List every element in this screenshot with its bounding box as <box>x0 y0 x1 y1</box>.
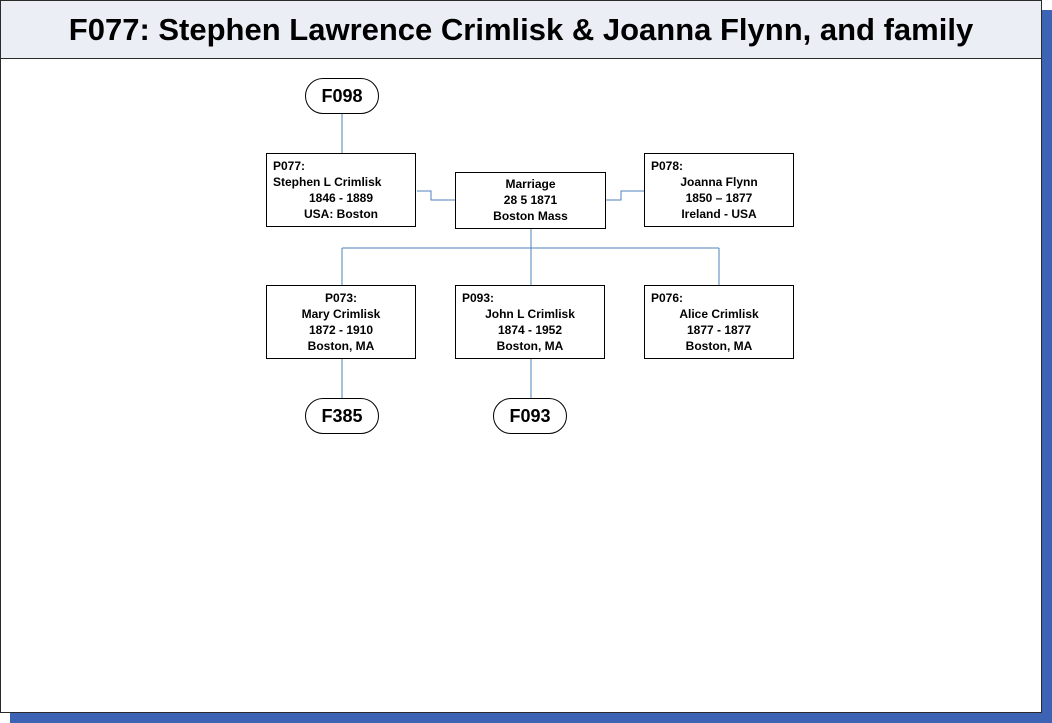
child-box-3[interactable]: P076: Alice Crimlisk 1877 - 1877 Boston,… <box>644 285 794 359</box>
person-id: P073: <box>324 291 358 305</box>
person-id: P077: <box>273 159 306 173</box>
person-dates: 1850 – 1877 <box>685 191 753 205</box>
family-ref-child-1[interactable]: F385 <box>305 398 379 434</box>
person-id: P076: <box>651 291 684 305</box>
person-dates: 1846 - 1889 <box>308 191 374 205</box>
connector-husband-to-marriage <box>417 190 455 201</box>
wife-box[interactable]: P078: Joanna Flynn 1850 – 1877 Ireland -… <box>644 153 794 227</box>
diagram-page: F077: Stephen Lawrence Crimlisk & Joanna… <box>0 0 1042 713</box>
marriage-label: Marriage <box>505 177 556 191</box>
person-name: Alice Crimlisk <box>679 307 759 321</box>
person-place: Boston, MA <box>307 339 375 353</box>
person-place: USA: Boston <box>304 207 378 221</box>
child-box-2[interactable]: P093: John L Crimlisk 1874 - 1952 Boston… <box>455 285 605 359</box>
person-id: P078: <box>651 159 684 173</box>
family-ref-parent[interactable]: F098 <box>305 78 379 114</box>
connector-wife-to-marriage <box>606 190 644 201</box>
person-dates: 1874 - 1952 <box>497 323 563 337</box>
connector-lines <box>341 114 720 398</box>
person-id: P093: <box>462 291 495 305</box>
person-name: Mary Crimlisk <box>301 307 381 321</box>
person-name: Joanna Flynn <box>680 175 758 189</box>
person-dates: 1877 - 1877 <box>686 323 752 337</box>
person-dates: 1872 - 1910 <box>308 323 374 337</box>
page-title: F077: Stephen Lawrence Crimlisk & Joanna… <box>68 11 974 47</box>
marriage-place: Boston Mass <box>493 209 568 223</box>
person-name: Stephen L Crimlisk <box>273 175 382 189</box>
title-bar: F077: Stephen Lawrence Crimlisk & Joanna… <box>1 1 1041 59</box>
child-box-1[interactable]: P073: Mary Crimlisk 1872 - 1910 Boston, … <box>266 285 416 359</box>
marriage-date: 28 5 1871 <box>503 193 558 207</box>
marriage-box[interactable]: Marriage 28 5 1871 Boston Mass <box>455 172 606 229</box>
husband-box[interactable]: P077: Stephen L Crimlisk 1846 - 1889 USA… <box>266 153 416 227</box>
person-place: Ireland - USA <box>681 207 757 221</box>
family-ref-child-2[interactable]: F093 <box>493 398 567 434</box>
person-place: Boston, MA <box>685 339 753 353</box>
person-name: John L Crimlisk <box>485 307 575 321</box>
person-place: Boston, MA <box>496 339 564 353</box>
